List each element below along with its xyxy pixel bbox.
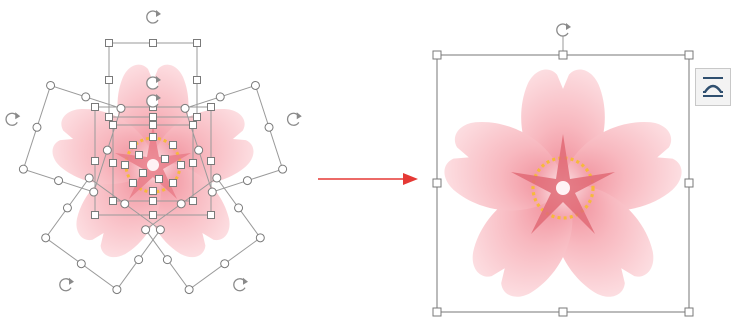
resize-handle[interactable]	[149, 187, 157, 195]
resize-handle[interactable]	[91, 211, 99, 219]
rotate-handle-icon[interactable]	[146, 76, 161, 90]
resize-handle[interactable]	[193, 39, 201, 47]
flower-center	[511, 134, 615, 234]
resize-handle[interactable]	[432, 50, 442, 60]
rotate-handle-icon[interactable]	[146, 10, 161, 24]
resize-handle[interactable]	[109, 121, 117, 129]
resize-handle[interactable]	[234, 203, 244, 213]
resize-handle[interactable]	[264, 122, 274, 132]
resize-handle[interactable]	[89, 187, 99, 197]
resize-handle[interactable]	[180, 103, 190, 113]
resize-handle[interactable]	[189, 197, 197, 205]
resize-handle[interactable]	[129, 179, 137, 187]
resize-handle[interactable]	[155, 225, 165, 235]
resize-handle[interactable]	[242, 176, 252, 186]
rotate-handle-icon[interactable]	[146, 94, 161, 108]
grouped-flower-picture[interactable]	[437, 69, 689, 309]
resize-handle[interactable]	[105, 39, 113, 47]
resize-handle[interactable]	[149, 121, 157, 129]
resize-handle[interactable]	[105, 76, 113, 84]
resize-handle[interactable]	[177, 161, 185, 169]
resize-handle[interactable]	[558, 50, 568, 60]
resize-handle[interactable]	[91, 103, 99, 111]
resize-handle[interactable]	[250, 80, 260, 90]
rotate-handle-icon[interactable]	[59, 277, 75, 292]
resize-handle[interactable]	[149, 113, 157, 121]
resize-handle[interactable]	[176, 199, 186, 209]
resize-handle[interactable]	[129, 141, 137, 149]
resize-handle[interactable]	[220, 259, 230, 269]
resize-handle[interactable]	[149, 133, 157, 141]
resize-handle[interactable]	[207, 157, 215, 165]
resize-handle[interactable]	[169, 179, 177, 187]
resize-handle[interactable]	[120, 199, 130, 209]
rotate-handle-icon[interactable]	[556, 23, 571, 37]
resize-handle[interactable]	[169, 141, 177, 149]
resize-handle[interactable]	[155, 175, 163, 183]
resize-handle[interactable]	[112, 285, 122, 295]
resize-handle[interactable]	[121, 161, 129, 169]
resize-handle[interactable]	[91, 157, 99, 165]
resize-handle[interactable]	[558, 307, 568, 317]
resize-handle[interactable]	[141, 225, 151, 235]
resize-handle[interactable]	[184, 285, 194, 295]
resize-handle[interactable]	[684, 307, 694, 317]
resize-handle[interactable]	[194, 145, 204, 155]
resize-handle[interactable]	[684, 50, 694, 60]
ungrouped-selection-handles[interactable]	[18, 39, 288, 295]
rotate-handle-icon[interactable]	[233, 277, 248, 292]
resize-handle[interactable]	[162, 255, 172, 265]
layout-options-icon	[703, 77, 723, 97]
resize-handle[interactable]	[255, 233, 265, 243]
resize-handle[interactable]	[54, 176, 64, 186]
resize-handle[interactable]	[18, 164, 28, 174]
resize-handle[interactable]	[432, 307, 442, 317]
rotate-handle-icon[interactable]	[556, 23, 571, 37]
resize-handle[interactable]	[109, 159, 117, 167]
resize-handle[interactable]	[32, 122, 42, 132]
resize-handle[interactable]	[62, 203, 72, 213]
rotate-handles[interactable]	[5, 10, 302, 292]
resize-handle[interactable]	[149, 211, 157, 219]
resize-handle[interactable]	[215, 92, 225, 102]
resize-handle[interactable]	[207, 103, 215, 111]
resize-handle[interactable]	[139, 169, 147, 177]
resize-handle[interactable]	[207, 211, 215, 219]
resize-handle[interactable]	[46, 80, 56, 90]
resize-handle[interactable]	[105, 113, 113, 121]
layout-options-button[interactable]	[695, 68, 731, 106]
rotate-handle-icon[interactable]	[5, 112, 21, 126]
resize-handle[interactable]	[161, 155, 169, 163]
resize-handle[interactable]	[84, 173, 94, 183]
resize-handle[interactable]	[684, 178, 694, 188]
resize-handle[interactable]	[102, 145, 112, 155]
resize-handle[interactable]	[149, 39, 157, 47]
resize-handle[interactable]	[149, 197, 157, 205]
resize-handle[interactable]	[207, 187, 217, 197]
resize-handle[interactable]	[278, 164, 288, 174]
resize-handle[interactable]	[193, 113, 201, 121]
resize-handle[interactable]	[41, 233, 51, 243]
resize-handle[interactable]	[116, 103, 126, 113]
resize-handle[interactable]	[76, 259, 86, 269]
resize-handle[interactable]	[134, 255, 144, 265]
resize-handle[interactable]	[193, 76, 201, 84]
resize-handle[interactable]	[189, 159, 197, 167]
resize-handle[interactable]	[135, 151, 143, 159]
group-selection-handles[interactable]	[432, 50, 694, 317]
resize-handle[interactable]	[189, 121, 197, 129]
resize-handle[interactable]	[109, 197, 117, 205]
rotate-handle-icon[interactable]	[286, 112, 302, 126]
resize-handle[interactable]	[81, 92, 91, 102]
resize-handle[interactable]	[432, 178, 442, 188]
right-arrow-icon	[318, 173, 418, 185]
resize-handle[interactable]	[212, 173, 222, 183]
